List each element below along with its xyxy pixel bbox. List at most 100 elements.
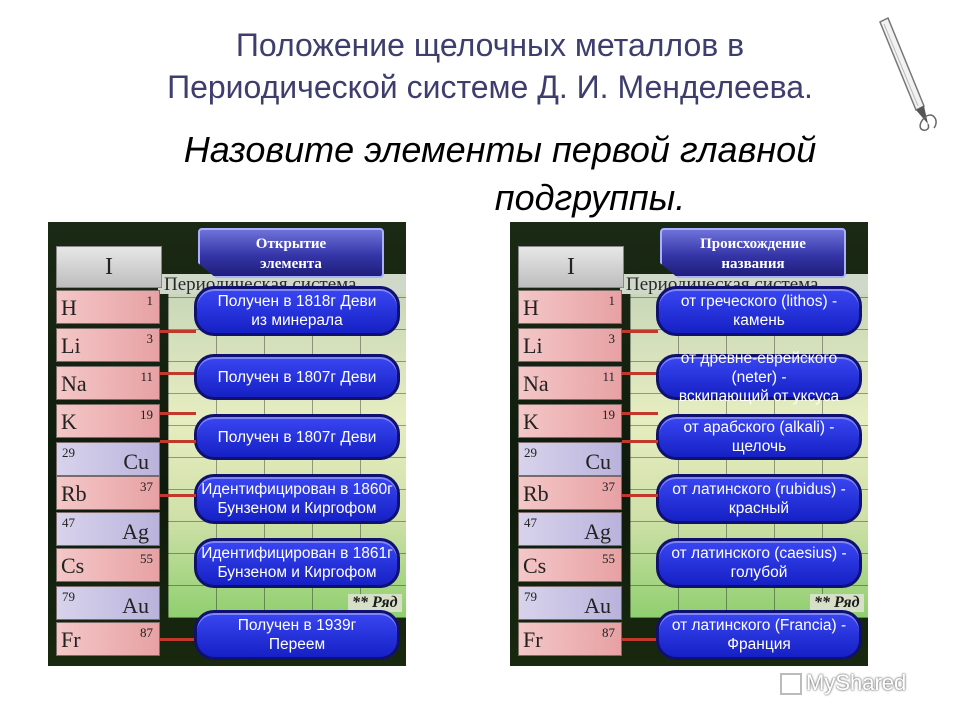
callout-line: щелочь: [731, 438, 787, 455]
element-cell-rb: Rb 37: [518, 476, 622, 510]
element-symbol: Fr: [523, 627, 543, 652]
callout-line: Получен в 1939г: [237, 617, 357, 634]
element-symbol: Au: [122, 593, 149, 618]
element-cell-li: Li 3: [56, 328, 160, 362]
element-cell-k: K 19: [518, 404, 622, 438]
element-symbol: Au: [584, 593, 611, 618]
element-symbol: Cu: [585, 449, 611, 474]
element-symbol: Cs: [523, 553, 547, 578]
badge-line-1: Происхождение: [700, 236, 806, 252]
element-number: 47: [62, 515, 75, 530]
element-cell-k: K 19: [56, 404, 160, 438]
element-symbol: Na: [523, 371, 549, 396]
badge-line-1: Открытие: [255, 236, 327, 252]
element-number: 19: [140, 407, 153, 422]
element-number: 87: [602, 625, 615, 640]
callout-na: от арабского (alkali) - щелочь: [656, 414, 862, 460]
callout-line: голубой: [730, 564, 788, 581]
callout-line: от древне-еврейского (neter) -: [680, 349, 838, 386]
callout-line: вскипающий от уксуса: [678, 387, 840, 405]
callout-line: от латинского (rubidus) -: [672, 481, 846, 498]
badge-line-2: названия: [721, 256, 785, 272]
element-symbol: Cs: [61, 553, 85, 578]
element-number: 19: [602, 407, 615, 422]
element-symbol: Fr: [61, 627, 81, 652]
callout-line: Переем: [268, 636, 326, 653]
element-number: 1: [608, 293, 616, 308]
group-header: I: [518, 246, 624, 288]
question-text: Назовите элементы первой главной подгруп…: [100, 126, 900, 222]
watermark-text: MyShared: [806, 670, 907, 695]
element-symbol: Ag: [122, 519, 149, 544]
element-number: 37: [602, 479, 615, 494]
callout-line: Идентифицирован в 1860г: [201, 481, 393, 498]
callout-connector: [160, 638, 196, 641]
panel-badge: Происхождение названия: [660, 228, 846, 278]
panel-badge: Открытие элемента: [198, 228, 384, 278]
element-symbol: Rb: [523, 481, 549, 506]
watermark: MyShared: [780, 670, 940, 700]
callout-line: Получен в 1818г Деви: [217, 293, 377, 310]
element-number: 79: [524, 589, 537, 604]
callout-connector: [160, 412, 196, 415]
callout-line: красный: [728, 500, 790, 517]
element-number: 87: [140, 625, 153, 640]
element-cell-cu: Cu 29: [518, 442, 622, 476]
callout-line: из минерала: [251, 312, 343, 329]
callout-line: камень: [733, 312, 785, 329]
element-number: 3: [608, 331, 616, 346]
element-symbol: Li: [61, 333, 81, 358]
callout-line: от греческого (lithos) -: [680, 293, 838, 310]
callout-line: Идентифицирован в 1861г: [201, 545, 393, 562]
callout-connector: [622, 494, 658, 497]
callout-line: Бунзеном и Киргофом: [217, 500, 377, 517]
title-line-1: Положение щелочных металлов в: [235, 27, 745, 63]
element-cell-fr: Fr 87: [56, 622, 160, 656]
question-line-1: Назовите элементы первой главной: [183, 129, 817, 170]
periodic-table-footer: ** Ряд: [348, 594, 402, 612]
element-number: 55: [140, 551, 153, 566]
element-symbol: Cu: [123, 449, 149, 474]
element-cell-cu: Cu 29: [56, 442, 160, 476]
callout-line: Получен в 1807г Деви: [217, 428, 377, 446]
element-cell-ag: Ag 47: [56, 512, 160, 546]
callout-connector: [622, 440, 658, 443]
badge-line-2: элемента: [260, 256, 322, 272]
callout-line: от латинского (caesius) -: [671, 545, 847, 562]
element-number: 29: [62, 445, 75, 460]
element-cell-li: Li 3: [518, 328, 622, 362]
callout-connector: [622, 330, 658, 333]
callout-connector: [622, 638, 658, 641]
fountain-pen-icon: [879, 16, 937, 131]
element-number: 79: [62, 589, 75, 604]
group-header: I: [56, 246, 162, 288]
element-cell-au: Au 79: [56, 586, 160, 620]
callout-connector: [160, 372, 196, 375]
element-cell-au: Au 79: [518, 586, 622, 620]
element-number: 29: [524, 445, 537, 460]
callout-connector: [160, 330, 196, 333]
callout-line: от арабского (alkali) -: [683, 419, 835, 436]
callout-h: от греческого (lithos) - камень: [656, 286, 862, 336]
question-line-2: подгруппы.: [494, 177, 686, 218]
callout-connector: [160, 440, 196, 443]
element-number: 11: [140, 369, 153, 384]
periodic-table-footer: ** Ряд: [810, 594, 864, 612]
element-symbol: Li: [523, 333, 543, 358]
element-symbol: K: [523, 409, 539, 434]
callout-connector: [622, 372, 658, 375]
callout-na: Получен в 1807г Деви: [194, 414, 400, 460]
element-number: 47: [524, 515, 537, 530]
element-symbol: H: [61, 295, 77, 320]
callout-rb: от латинского (caesius) - голубой: [656, 538, 862, 588]
element-symbol: K: [61, 409, 77, 434]
element-number: 3: [146, 331, 154, 346]
